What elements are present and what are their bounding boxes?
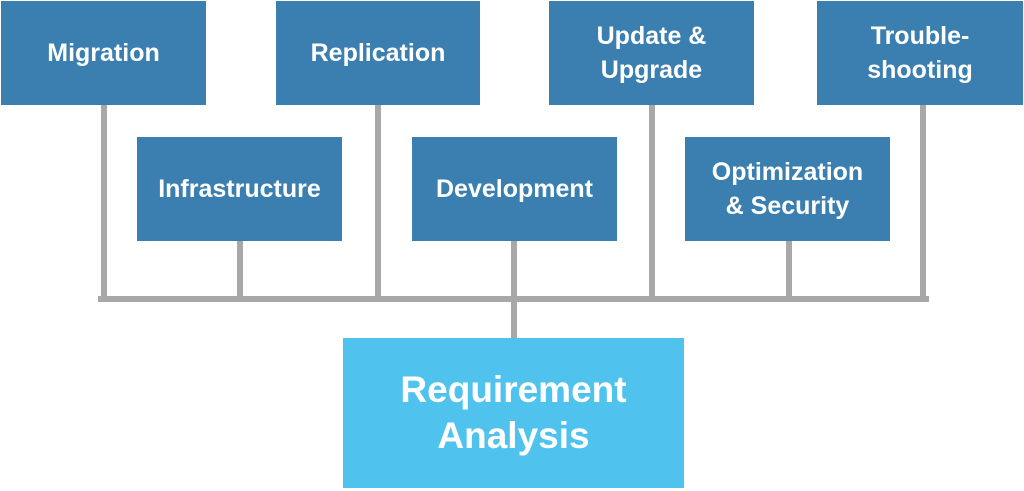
migration-label: Migration: [47, 39, 160, 67]
infrastructure-box: Infrastructure: [137, 137, 342, 241]
replication-box: Replication: [276, 1, 480, 105]
troubleshooting-label: Trouble- shooting: [867, 22, 973, 84]
development-label: Development: [436, 175, 593, 203]
update-upgrade-box: Update & Upgrade: [549, 1, 754, 105]
migration-box: Migration: [1, 1, 206, 105]
infrastructure-label: Infrastructure: [158, 175, 321, 203]
update-upgrade-label: Update & Upgrade: [596, 22, 707, 84]
requirement-analysis-box: Requirement Analysis: [343, 338, 684, 488]
troubleshooting-box: Trouble- shooting: [817, 1, 1023, 105]
replication-label: Replication: [310, 39, 446, 67]
requirement-analysis-label: Requirement Analysis: [400, 369, 627, 456]
development-box: Development: [412, 137, 617, 241]
optimization-security-box: Optimization & Security: [685, 137, 890, 241]
optimization-security-label: Optimization & Security: [711, 158, 864, 220]
